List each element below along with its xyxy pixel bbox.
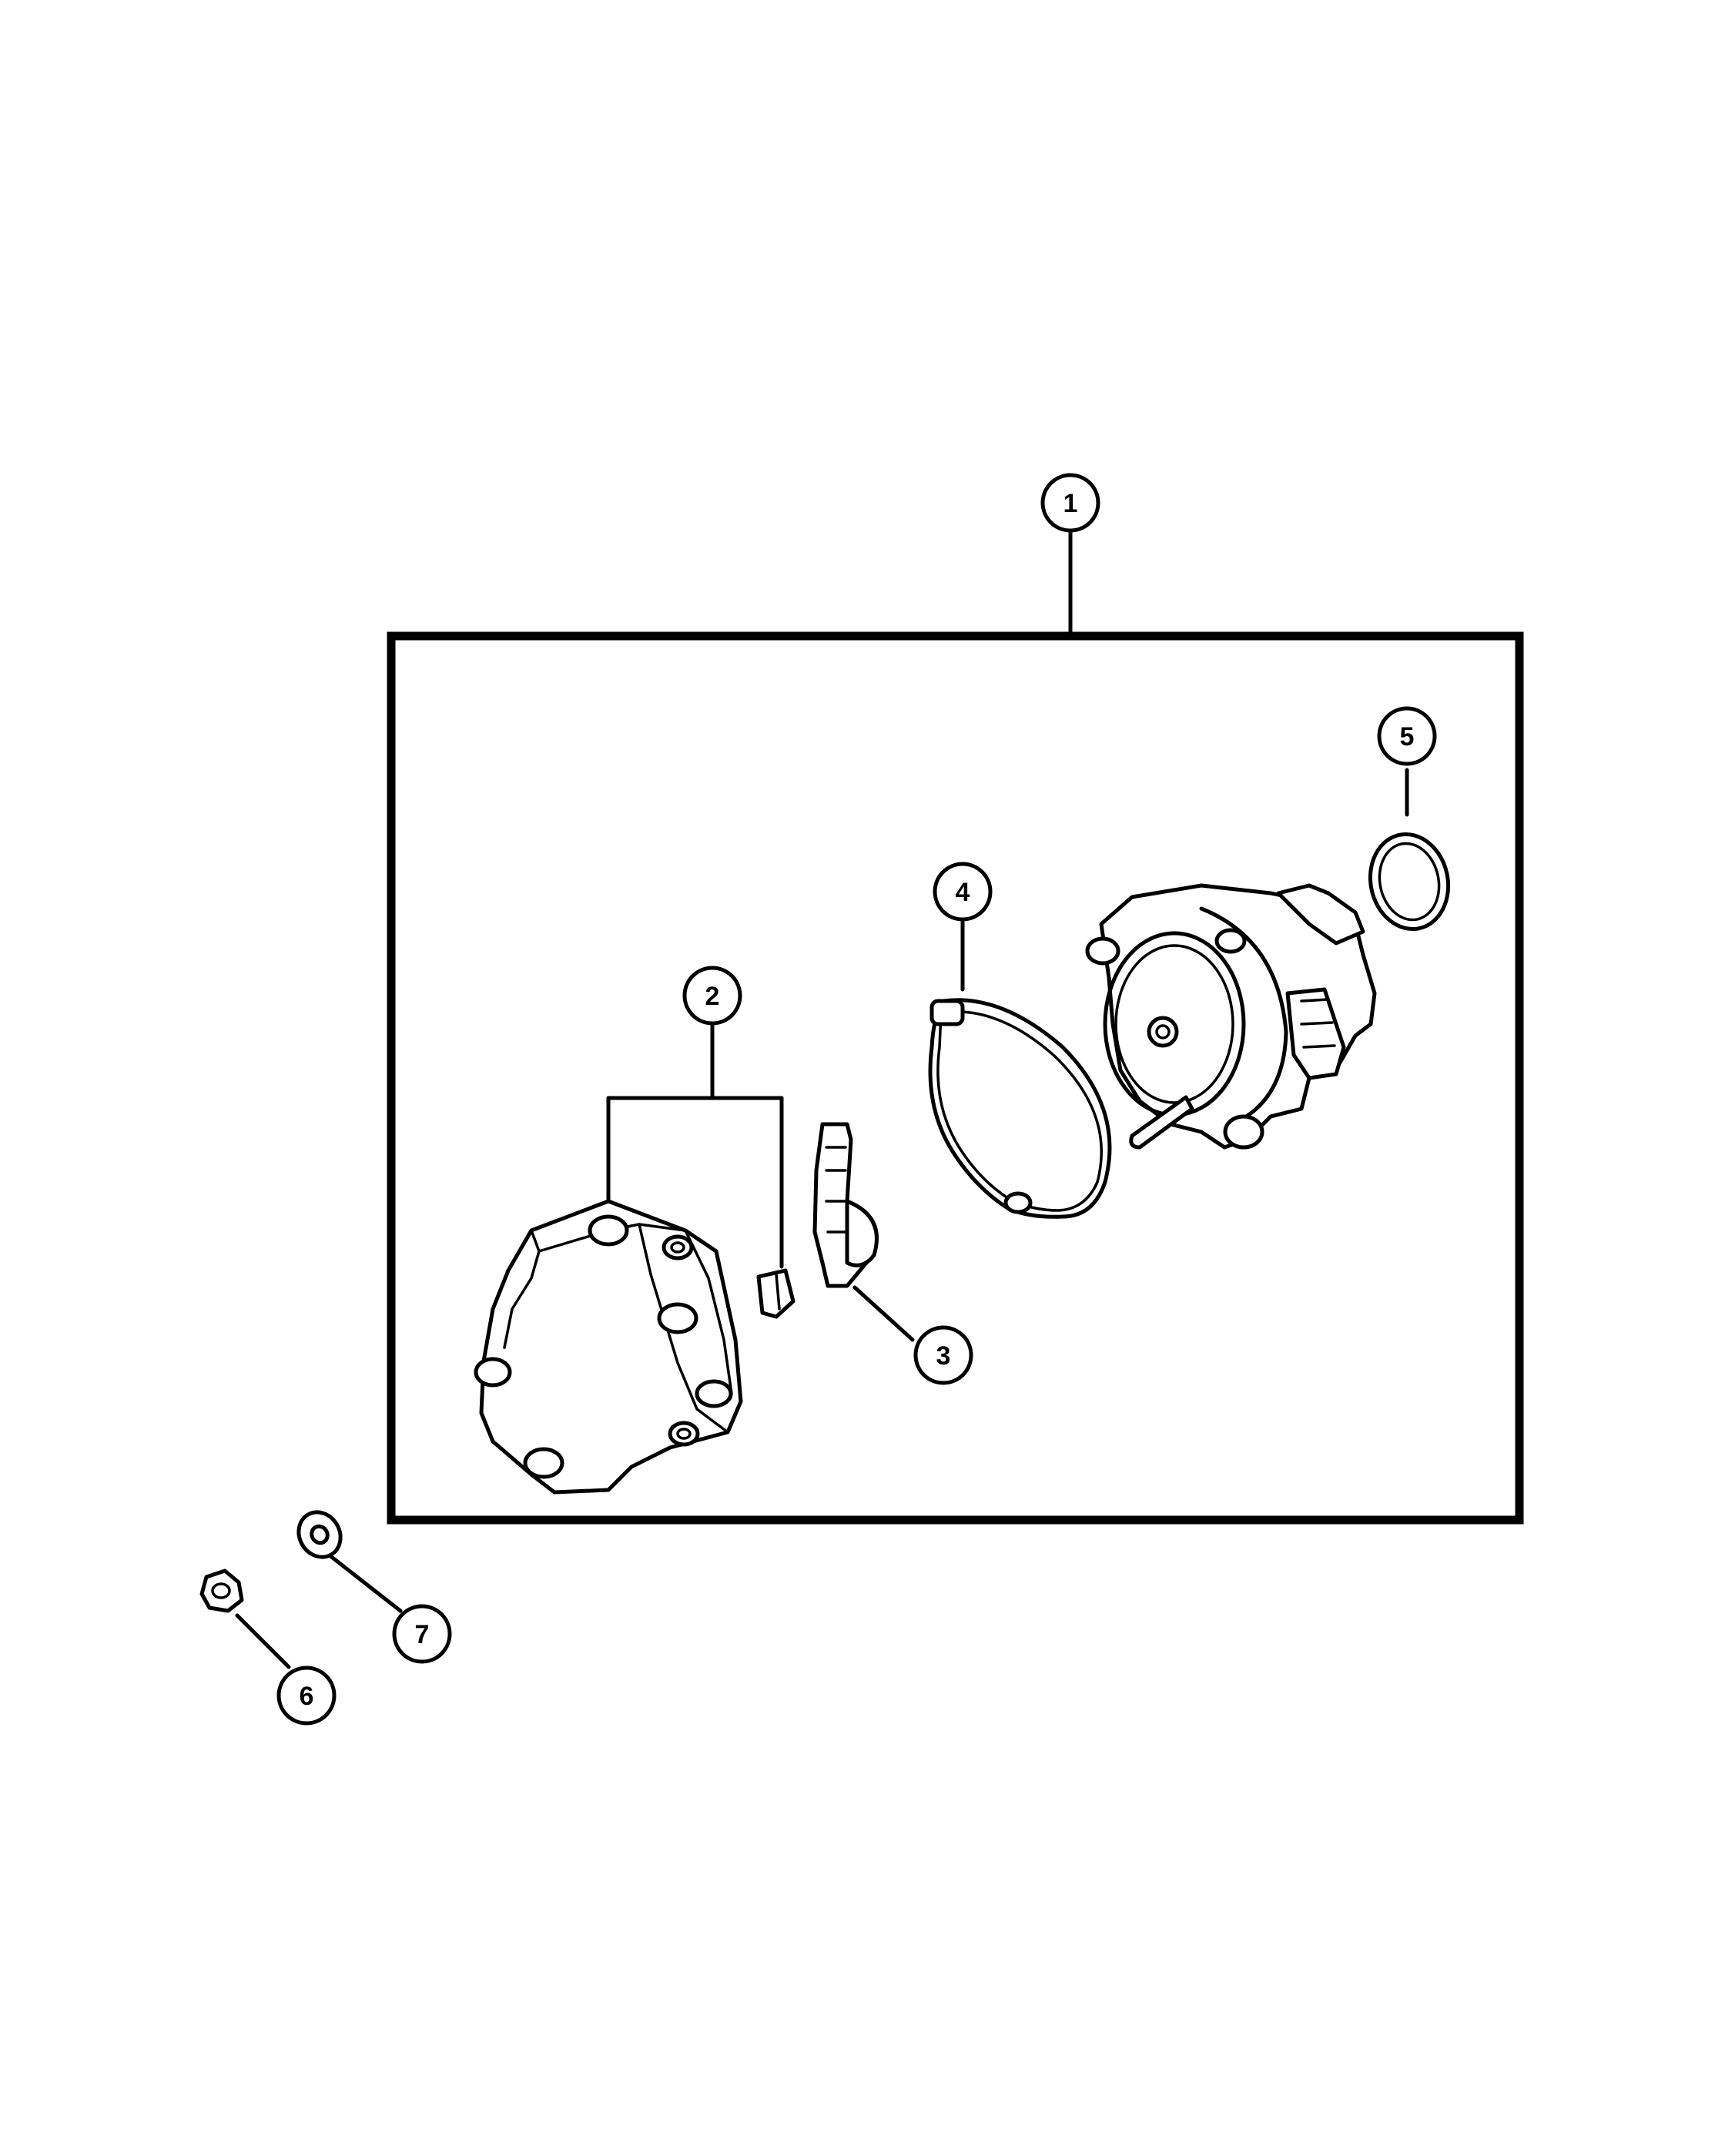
- callout-2: 2: [682, 966, 742, 1026]
- callout-1: 1: [1040, 473, 1100, 533]
- callout-4: 4: [933, 862, 993, 922]
- cap-gasket-clip-icon: [928, 998, 1112, 1219]
- callout-2-leader: [606, 1022, 784, 1269]
- callout-4-label: 4: [956, 878, 970, 907]
- flat-washer-icon: [296, 1510, 343, 1559]
- pickup-sensor-icon: [812, 1122, 879, 1288]
- callout-5: 5: [1377, 706, 1437, 766]
- callout-5-label: 5: [1400, 722, 1415, 752]
- assembly-frame: [387, 631, 1524, 1525]
- o-ring-seal-icon: [1368, 832, 1451, 932]
- callout-2-label: 2: [705, 982, 720, 1011]
- callout-7: 7: [392, 1604, 452, 1664]
- callout-7-leader: [327, 1553, 403, 1613]
- distributor-cap-and-rotor-icon: [474, 1199, 796, 1495]
- callout-7-label: 7: [415, 1620, 430, 1649]
- callout-1-label: 1: [1063, 489, 1078, 518]
- distributor-assembly-icon: [1085, 883, 1377, 1150]
- hex-nut-icon: [199, 1568, 244, 1613]
- callout-3: 3: [913, 1325, 973, 1385]
- callout-6-label: 6: [300, 1682, 314, 1711]
- callout-6-leader: [235, 1613, 291, 1669]
- callout-6: 6: [276, 1666, 337, 1726]
- callout-3-leader: [852, 1285, 915, 1342]
- callout-3-label: 3: [936, 1341, 951, 1371]
